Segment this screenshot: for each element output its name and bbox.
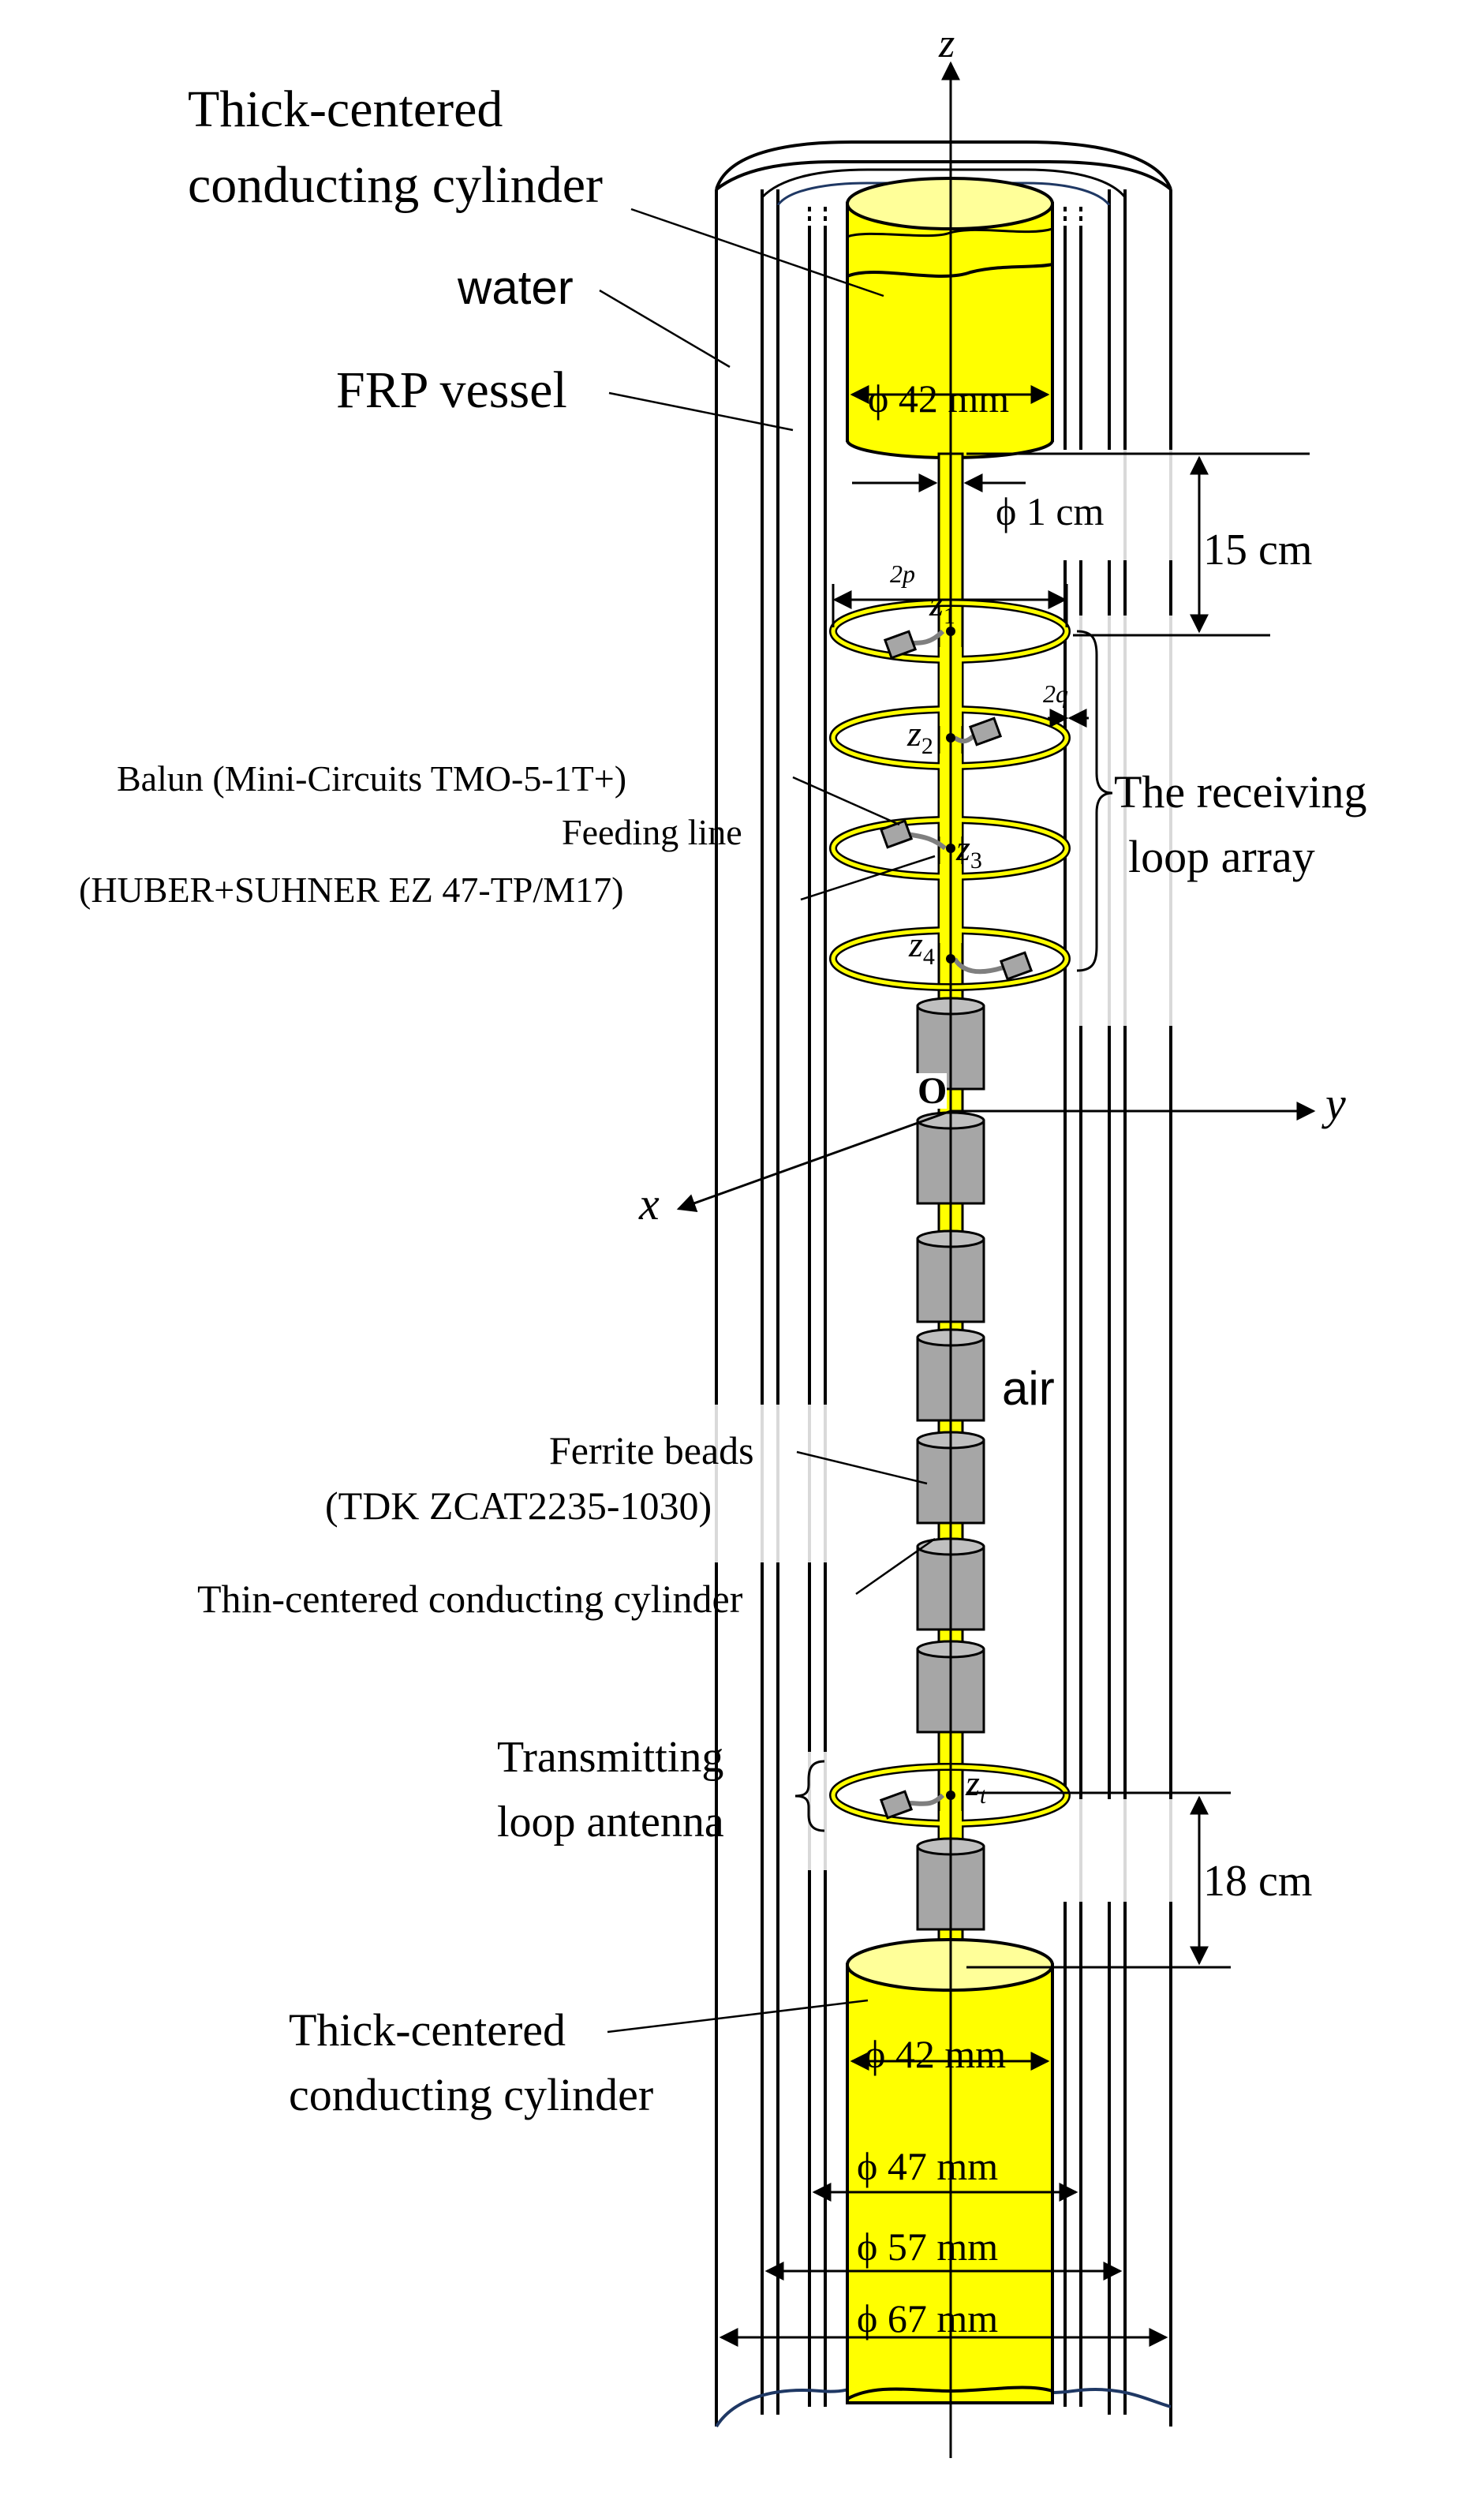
label-thick-bot-1: Thick-centered: [289, 2004, 566, 2056]
balun-4: [952, 951, 1034, 981]
vessel-top: [715, 140, 1172, 237]
label-transmit-1: Transmitting: [497, 1733, 723, 1782]
x-axis-label: x: [638, 1178, 660, 1229]
label-ferrite-2: (TDK ZCAT2235-1030): [325, 1484, 712, 1528]
label-frp: FRP vessel: [336, 361, 567, 419]
dim-18cm: 18 cm: [1203, 1857, 1312, 1906]
label-feed-2: (HUBER+SUHNER EZ 47-TP/M17): [79, 870, 623, 910]
dim-57: ϕ 57 mm: [857, 2224, 998, 2269]
label-air: air: [1002, 1362, 1055, 1415]
label-z2: z2: [906, 713, 933, 759]
dim-47: ϕ 47 mm: [857, 2144, 998, 2188]
dim-67: ϕ 67 mm: [857, 2296, 998, 2340]
label-receiving-1: The receiving: [1114, 766, 1366, 818]
label-transmit-2: loop antenna: [497, 1798, 724, 1847]
faded-walls: [715, 450, 1172, 1902]
label-feed-1: Feeding line: [562, 812, 742, 852]
label-z4: z4: [908, 924, 935, 970]
baluns: [879, 629, 1034, 1820]
dim-15cm: 15 cm: [1203, 526, 1312, 574]
dimension-labels: ϕ 42 mm ϕ 1 cm 15 cm 2p 2q 18 cm ϕ 42 mm…: [857, 376, 1312, 2340]
dim-2p: 2p: [890, 559, 915, 588]
label-balun: Balun (Mini-Circuits TMO-5-1T+): [117, 758, 626, 799]
balun-3: [879, 819, 947, 851]
label-ferrite-1: Ferrite beads: [549, 1428, 754, 1472]
balun-1: [883, 629, 945, 660]
dimension-lines: [719, 385, 1310, 2347]
label-thick-top-2: conducting cylinder: [188, 156, 603, 214]
label-receiving-2: loop array: [1128, 831, 1315, 882]
label-thick-bot-2: conducting cylinder: [289, 2069, 653, 2120]
loop-labels: z1 z2 z3 z4 zt: [906, 583, 987, 1809]
label-zt: zt: [965, 1763, 987, 1809]
balun-tx: [879, 1790, 945, 1820]
y-axis: y: [951, 1078, 1346, 1129]
label-z1: z1: [929, 583, 955, 629]
x-axis: x: [638, 1109, 951, 1229]
leader-lines: [599, 208, 936, 2034]
label-z3: z3: [955, 828, 982, 874]
labels: Thick-centered conducting cylinder water…: [79, 80, 1366, 2120]
z-axis-label: z: [938, 21, 955, 66]
label-thick-top-1: Thick-centered: [188, 80, 503, 138]
origin-label: O: [918, 1070, 947, 1112]
y-axis-label: y: [1321, 1078, 1346, 1129]
dim-42-top: ϕ 42 mm: [868, 376, 1009, 421]
label-thin-cylinder: Thin-centered conducting cylinder: [197, 1577, 743, 1621]
dim-42-bot: ϕ 42 mm: [865, 2032, 1006, 2076]
label-water: water: [457, 261, 574, 314]
balun-2: [953, 717, 1003, 746]
dim-1cm: ϕ 1 cm: [996, 489, 1105, 533]
dim-2q: 2q: [1043, 679, 1068, 708]
